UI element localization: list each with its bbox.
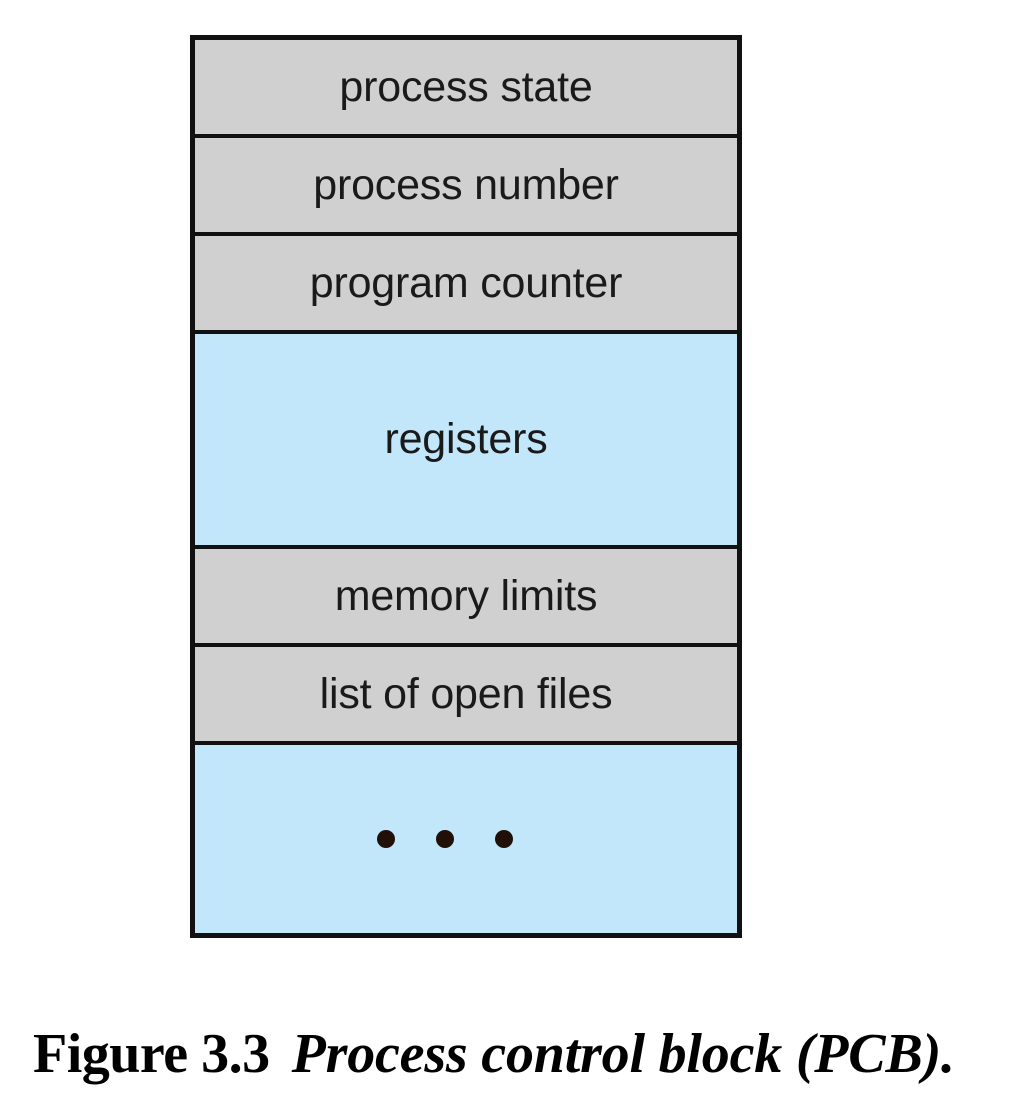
pcb-row-label: registers bbox=[384, 415, 548, 463]
figure-caption-title: Process control block (PCB). bbox=[291, 1023, 955, 1085]
ellipsis-dot bbox=[436, 830, 454, 848]
pcb-row-process-number: process number bbox=[195, 138, 737, 236]
figure-caption-number: Figure 3.3 bbox=[33, 1023, 270, 1085]
ellipsis-dot bbox=[377, 830, 395, 848]
pcb-row-ellipsis bbox=[195, 745, 737, 933]
pcb-row-label: list of open files bbox=[319, 669, 613, 718]
pcb-row-program-counter: program counter bbox=[195, 236, 737, 334]
pcb-row-label: program counter bbox=[309, 258, 623, 307]
pcb-row-list-of-open-files: list of open files bbox=[195, 647, 737, 745]
pcb-row-registers: registers bbox=[195, 334, 737, 549]
pcb-row-label: process state bbox=[339, 62, 593, 111]
ellipsis-dots-icon bbox=[195, 830, 737, 848]
pcb-row-process-state: process state bbox=[195, 40, 737, 138]
pcb-row-label: memory limits bbox=[334, 571, 598, 620]
ellipsis-dot bbox=[495, 830, 513, 848]
pcb-row-memory-limits: memory limits bbox=[195, 549, 737, 647]
pcb-row-label: process number bbox=[313, 160, 619, 209]
figure-caption: Figure 3.3 Process control block (PCB). bbox=[33, 1021, 977, 1087]
process-control-block-diagram: process state process number program cou… bbox=[190, 35, 742, 938]
